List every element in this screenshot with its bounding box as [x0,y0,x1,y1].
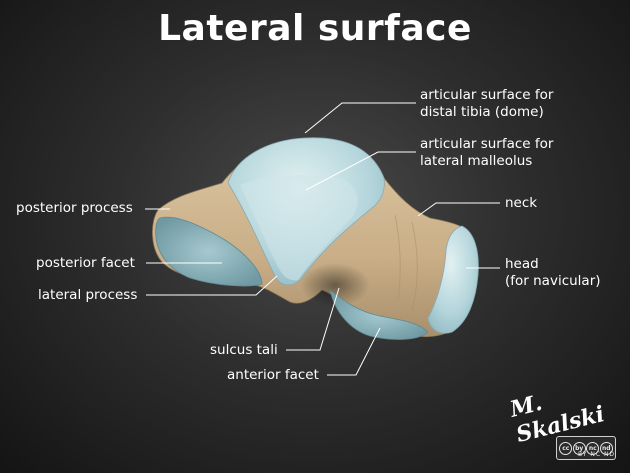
posterior-facet-surface [155,216,263,287]
label-malleolus: articular surface for lateral malleolus [420,136,553,170]
label-anterior-facet: anterior facet [227,367,319,383]
license-text: BY NC ND [578,451,616,458]
leader-malleolus [305,151,416,191]
nc-icon: nc [586,441,600,455]
leader-lateral-process [146,275,278,296]
label-malleolus-line2: lateral malleolus [420,153,533,169]
by-icon: by [572,441,586,455]
leader-neck [417,202,500,217]
leader-sulcus-tali [286,287,340,351]
cc-icon: cc [559,441,573,455]
label-posterior-facet: posterior facet [36,255,135,271]
label-neck: neck [505,195,538,211]
anterior-facet-surface [329,288,429,340]
label-dome-line2: distal tibia (dome) [420,104,544,120]
license-badge[interactable]: cc by nc nd [556,436,616,460]
label-lateral-process: lateral process [38,287,138,303]
sulcus-shadow [300,263,370,307]
label-head-line2: (for navicular) [505,273,601,289]
leader-dome [304,102,416,134]
leader-anterior-facet [327,327,381,376]
neck-texture [394,214,418,311]
malleolar-facet [240,175,358,281]
head-cartilage [427,225,479,334]
label-malleolus-line1: articular surface for [420,136,554,152]
label-dome: articular surface for distal tibia (dome… [420,87,553,121]
nd-icon: nd [599,441,613,455]
page-title: Lateral surface [158,8,472,49]
label-posterior-process: posterior process [16,200,133,216]
label-head-line1: head [505,256,539,272]
label-head: head (for navicular) [505,256,601,290]
label-sulcus-tali: sulcus tali [210,342,278,358]
leader-lines [145,102,500,376]
label-dome-line1: articular surface for [420,87,554,103]
